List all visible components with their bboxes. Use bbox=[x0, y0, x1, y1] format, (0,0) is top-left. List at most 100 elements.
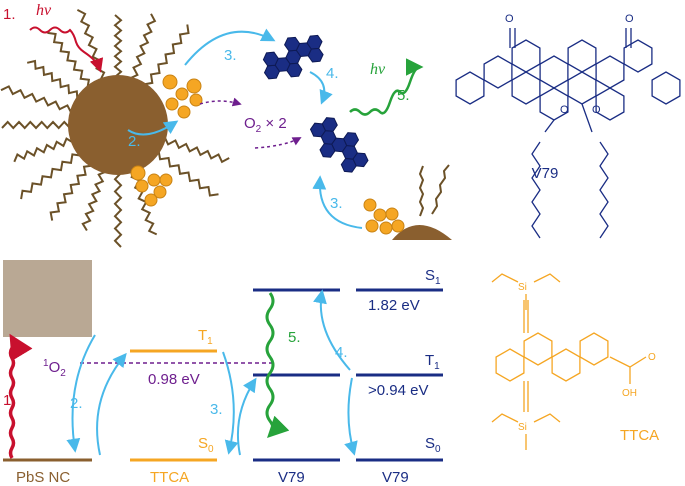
v79-s0-label: S0 bbox=[425, 435, 441, 455]
step4-top-label: 4. bbox=[326, 65, 339, 82]
aromatic-ring bbox=[307, 47, 324, 63]
aromatic-ring bbox=[321, 117, 338, 132]
v79-s1-label: S1 bbox=[425, 267, 441, 287]
v79-structure-label: V79 bbox=[532, 165, 559, 182]
oxygen-atom-label: O bbox=[560, 104, 569, 116]
v79-ring bbox=[539, 55, 569, 89]
v79-ring bbox=[651, 71, 681, 105]
tta-down-arrow-4 bbox=[344, 377, 358, 456]
pbs-nanocrystal-cartoon bbox=[0, 9, 230, 248]
ttca-bound-lower bbox=[130, 165, 173, 207]
energy-level-diagram: 1. 2. 3. 4. 5. 1O2 0.98 eV T1 S0 S1 T1 S… bbox=[3, 260, 443, 486]
ttca-decay-arrow-3 bbox=[222, 351, 239, 455]
v79-ring bbox=[455, 71, 485, 105]
step2-top-label: 2. bbox=[128, 133, 141, 150]
ttca-s0-label: S0 bbox=[198, 435, 214, 455]
axis-label-v79-b: V79 bbox=[382, 469, 409, 486]
ttca-bound-partial bbox=[363, 198, 405, 235]
step5-top-label: 5. bbox=[397, 87, 410, 104]
step1-top-label: 1. bbox=[3, 6, 16, 23]
ligand-chain bbox=[1, 120, 71, 130]
v79-ring bbox=[623, 39, 653, 73]
ligand-chain bbox=[129, 13, 157, 80]
ligand-chain bbox=[113, 14, 123, 78]
o2-energy-label: 0.98 eV bbox=[148, 371, 200, 388]
ligand-chain bbox=[157, 150, 219, 197]
aromatic-ring bbox=[343, 132, 360, 147]
ttca-structure-label: TTCA bbox=[620, 427, 659, 444]
ligand-chain bbox=[143, 24, 190, 86]
ligand-chain bbox=[26, 59, 79, 100]
ligand-chain bbox=[81, 170, 107, 232]
ligand-chain bbox=[47, 31, 91, 89]
v79-ring bbox=[595, 87, 625, 121]
v79-structure: O O O O bbox=[455, 13, 681, 239]
emission-photon bbox=[349, 58, 424, 116]
pbs-nanocrystal-partial bbox=[392, 225, 452, 240]
ttca-t1-label: T1 bbox=[198, 327, 213, 347]
ligand-chain bbox=[49, 164, 93, 221]
step2-label: 2. bbox=[70, 395, 83, 412]
ligand-chain bbox=[113, 172, 123, 248]
v79-ring bbox=[511, 71, 541, 105]
oxygen-atom-label: O bbox=[592, 104, 601, 116]
ligands-partial bbox=[418, 164, 450, 217]
oxygen-atom-label: O bbox=[625, 13, 634, 25]
excitation-photon: 1. hν bbox=[3, 2, 104, 73]
ttca-ring bbox=[523, 332, 553, 366]
oleic-ligands bbox=[0, 9, 230, 248]
v79-ring bbox=[567, 39, 597, 73]
v79-ring bbox=[511, 39, 541, 73]
tet-arrow-3 bbox=[236, 377, 257, 456]
pbs-band-box bbox=[3, 260, 92, 337]
oxygen-label: O2 × 2 bbox=[244, 115, 287, 135]
pbs-to-ttca-arrow-2 bbox=[66, 334, 96, 453]
v79-t1-label: T1 bbox=[425, 352, 440, 372]
ttca-ring bbox=[551, 348, 581, 382]
ligand-chain bbox=[13, 137, 74, 163]
step3-top-label: 3. bbox=[224, 47, 237, 64]
step5-label: 5. bbox=[288, 329, 301, 346]
t1-energy-label: >0.94 eV bbox=[368, 382, 428, 399]
ligand-chain bbox=[20, 153, 82, 200]
singlet-oxygen-label: 1O2 bbox=[43, 358, 66, 379]
ligand-chain bbox=[163, 136, 230, 164]
atom-label: O bbox=[648, 352, 656, 363]
ligand-chain bbox=[0, 85, 73, 114]
atom-label: Si bbox=[518, 282, 527, 293]
ttca-excitation-arrow bbox=[96, 352, 127, 456]
step3-label: 3. bbox=[210, 401, 223, 418]
excitation-arrow-1 bbox=[8, 333, 33, 459]
v79-molecule-upper bbox=[262, 34, 324, 80]
aromatic-ring bbox=[262, 51, 279, 67]
ttca-ring bbox=[495, 348, 525, 382]
oxygen-atom-label: O bbox=[505, 13, 514, 25]
ttca-ring bbox=[579, 332, 609, 366]
v79-ring bbox=[595, 55, 625, 89]
tet-arrow-top bbox=[184, 28, 276, 66]
step4-label: 4. bbox=[335, 344, 348, 361]
v79-molecule-lower bbox=[309, 117, 369, 173]
oxygen-quench-arrow-b bbox=[254, 137, 302, 149]
s1-energy-label: 1.82 eV bbox=[368, 297, 420, 314]
v79-ring bbox=[483, 55, 513, 89]
step3b-top-label: 3. bbox=[330, 195, 343, 212]
aromatic-ring bbox=[340, 157, 357, 173]
emission-arrow-5 bbox=[265, 292, 290, 438]
aromatic-ring bbox=[286, 62, 303, 78]
oxygen-quench-arrow-a bbox=[199, 97, 242, 107]
pbs-nanocrystal bbox=[68, 75, 168, 175]
photon-in-label: hν bbox=[36, 2, 52, 19]
axis-label-ttca: TTCA bbox=[150, 469, 189, 486]
v79-ring bbox=[567, 71, 597, 105]
atom-label: OH bbox=[622, 388, 637, 399]
tet-arrow-top-b bbox=[312, 175, 363, 229]
axis-label-pbs: PbS NC bbox=[16, 469, 70, 486]
aromatic-ring bbox=[319, 143, 336, 158]
atom-label: Si bbox=[518, 422, 527, 433]
ttca-bound-upper bbox=[162, 74, 203, 119]
tta-up-arrow-4 bbox=[313, 289, 351, 371]
